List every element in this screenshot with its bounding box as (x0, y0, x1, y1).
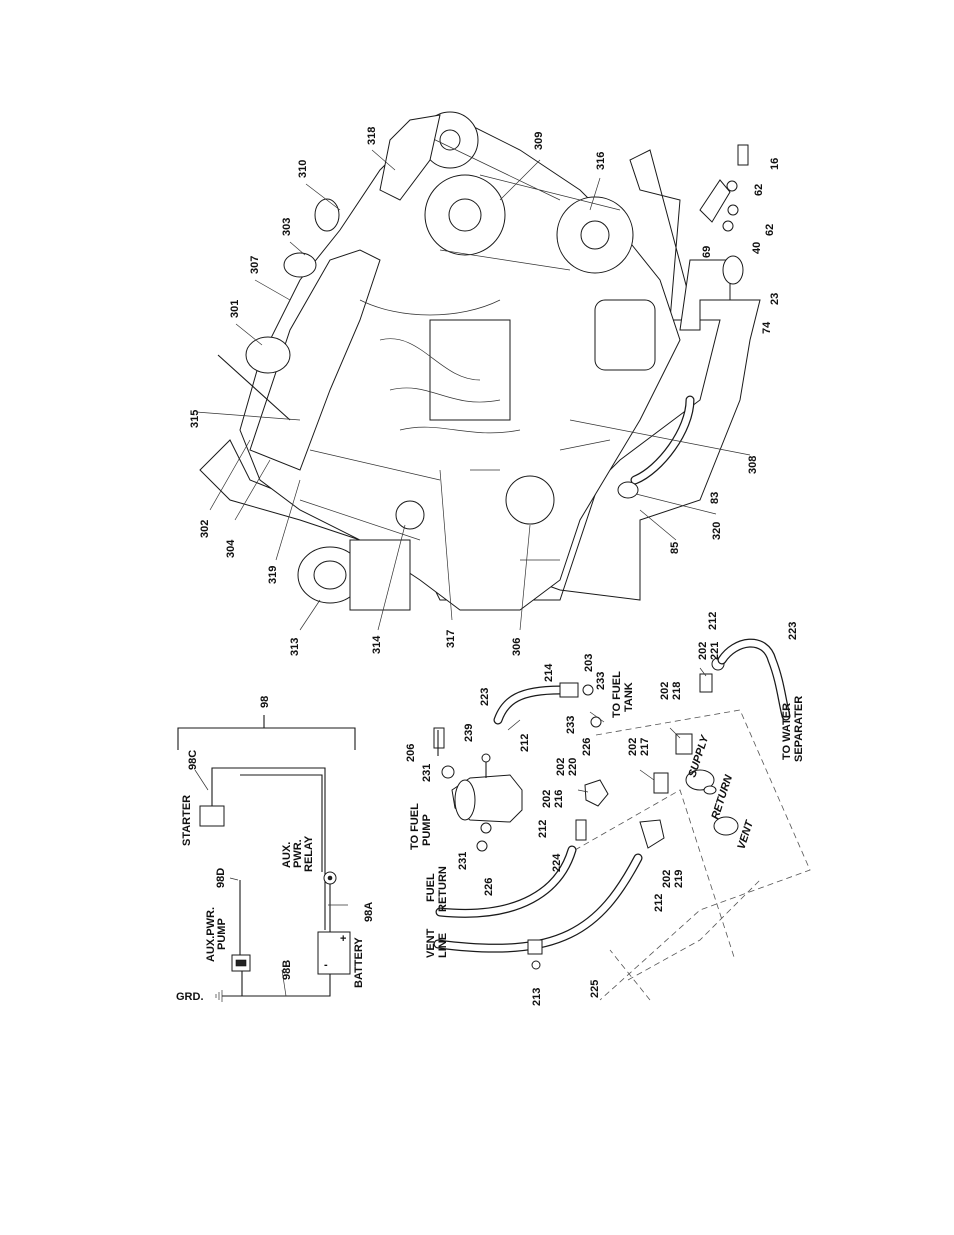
flywheel-cover (505, 475, 555, 525)
fitting-219 (639, 819, 665, 849)
callout-303: 303 (281, 218, 293, 236)
fitting-218 (675, 733, 693, 755)
fitting-216 (575, 819, 587, 841)
callout-231-a: 231 (421, 764, 433, 782)
aux-relay-label-1: AUX. (281, 842, 293, 868)
starter-box (199, 805, 225, 827)
callout-221: 221 (709, 642, 721, 660)
callout-202-e: 202 (697, 642, 709, 660)
aux-pump-label-2: PUMP (216, 918, 228, 950)
callout-85: 85 (669, 542, 681, 554)
fitting-217 (653, 772, 669, 794)
callout-302: 302 (199, 520, 211, 538)
callout-319: 319 (267, 566, 279, 584)
battery-label: BATTERY (353, 937, 365, 988)
fitting-221 (699, 673, 713, 693)
callout-219: 219 (673, 870, 685, 888)
to-fuel-pump-label-2: PUMP (421, 814, 433, 846)
callout-233-a: 233 (595, 672, 607, 690)
callout-225: 225 (589, 980, 601, 998)
callout-213: 213 (531, 988, 543, 1006)
fuel-system-diagram: 206 231 239 223 214 203 233 TO FUEL TANK… (405, 612, 811, 1006)
wiring-diagram: - + 98 98C STARTER 98D AUX. PWR. RELAY 9… (176, 696, 375, 1003)
callout-62-b: 62 (753, 184, 765, 196)
callout-212-b: 212 (537, 820, 549, 838)
callout-202-b: 202 (541, 790, 553, 808)
ground-label: GRD. (176, 991, 204, 1003)
starter-label: STARTER (181, 795, 193, 846)
callout-226-b: 226 (483, 878, 495, 896)
callout-314: 314 (371, 635, 383, 654)
callout-239: 239 (463, 724, 475, 742)
vent-port-label: VENT (735, 818, 756, 851)
callout-202-a: 202 (555, 758, 567, 776)
callout-310: 310 (297, 160, 309, 178)
callout-315: 315 (189, 410, 201, 428)
callout-98a: 98A (363, 902, 375, 922)
callout-62-a: 62 (764, 224, 776, 236)
to-fuel-tank-label-2: TANK (623, 682, 635, 712)
to-fuel-pump-label-1: TO FUEL (409, 803, 421, 850)
callout-216: 216 (553, 790, 565, 808)
callout-313: 313 (289, 638, 301, 656)
to-fuel-tank-label-1: TO FUEL (611, 671, 623, 718)
callout-304: 304 (225, 539, 237, 558)
callout-98c: 98C (187, 750, 199, 770)
callout-217: 217 (639, 738, 651, 756)
callout-203: 203 (583, 654, 595, 672)
fuel-return-label-2: RETURN (437, 866, 449, 912)
callout-98d: 98D (215, 868, 227, 888)
callout-224: 224 (551, 853, 563, 872)
svg-text:+: + (340, 933, 346, 945)
callout-307: 307 (249, 256, 261, 274)
callout-220: 220 (567, 758, 579, 776)
callout-218: 218 (671, 682, 683, 700)
engine-illustration: 318 310 303 307 301 315 302 304 319 313 … (189, 111, 781, 656)
callout-320: 320 (711, 522, 723, 540)
callout-308: 308 (747, 456, 759, 474)
callout-98b: 98B (281, 960, 293, 980)
battery-box (317, 931, 351, 975)
callout-23: 23 (769, 293, 781, 305)
callout-316: 316 (595, 152, 607, 170)
callout-231-b: 231 (457, 852, 469, 870)
callout-83: 83 (709, 492, 721, 504)
callout-223-a: 223 (479, 688, 491, 706)
fuel-filter (433, 727, 523, 852)
to-water-separater-label-2: SEPARATER (793, 696, 805, 762)
oil-filter (594, 299, 656, 371)
callout-40: 40 (751, 242, 763, 254)
to-water-separater-label-1: TO WATER (781, 703, 793, 760)
callout-202-f: 202 (661, 870, 673, 888)
aux-relay-label-3: RELAY (303, 835, 315, 872)
svg-text:-: - (324, 959, 328, 971)
callout-98: 98 (259, 696, 271, 708)
callout-309: 309 (533, 132, 545, 150)
callout-306: 306 (511, 638, 523, 656)
aux-pump-label-1: AUX.PWR. (205, 907, 217, 962)
callout-226-a: 226 (581, 738, 593, 756)
callout-69: 69 (701, 246, 713, 258)
callout-212-c: 212 (707, 612, 719, 630)
callout-202-c: 202 (627, 738, 639, 756)
callout-317: 317 (445, 630, 457, 648)
callout-212-d: 212 (653, 894, 665, 912)
callout-212-a: 212 (519, 734, 531, 752)
fuel-return-label-1: FUEL (425, 873, 437, 902)
callout-301: 301 (229, 300, 241, 318)
aux-relay-label-2: PWR. (292, 839, 304, 868)
fitting-220 (584, 779, 609, 807)
callout-74: 74 (761, 321, 773, 334)
callout-202-d: 202 (659, 682, 671, 700)
callout-233-b: 233 (565, 716, 577, 734)
vent-line-label-1: VENT (425, 928, 437, 958)
callout-214: 214 (543, 663, 555, 682)
callout-16: 16 (769, 158, 781, 170)
callout-206: 206 (405, 744, 417, 762)
callout-223-b: 223 (787, 622, 799, 640)
vent-line-label-2: LINE (437, 933, 449, 958)
callout-318: 318 (366, 127, 378, 145)
